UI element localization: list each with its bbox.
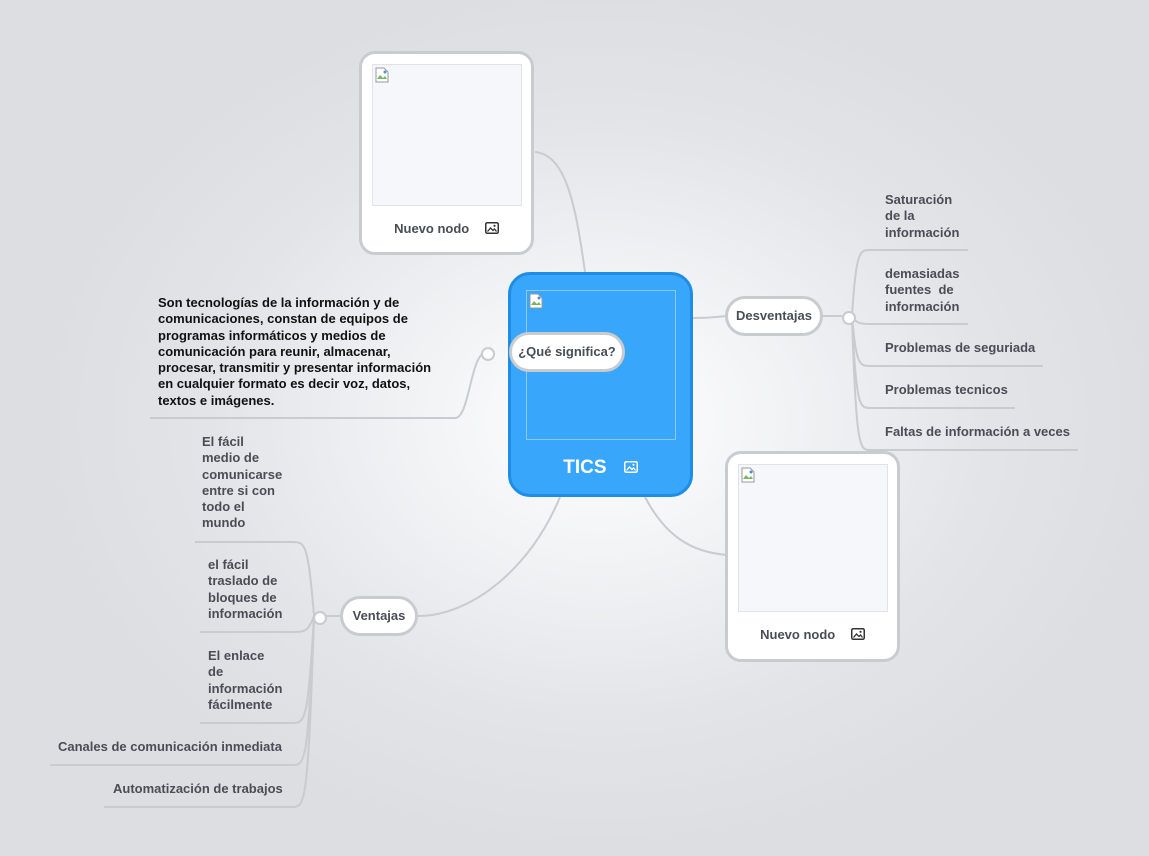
ventaja-item-4[interactable]: Canales de comunicación inmediata [58, 739, 282, 754]
desventajas-node[interactable]: Desventajas [725, 296, 823, 336]
connector-ventajas [417, 496, 561, 617]
ventajas-label: Ventajas [352, 608, 406, 623]
desventaja-item-5[interactable]: Faltas de información a veces [885, 424, 1070, 439]
connector-desventajas [692, 315, 728, 319]
broken-image-icon [375, 67, 389, 83]
desventaja-item-3[interactable]: Problemas de seguriada [885, 340, 1036, 355]
broken-image-icon [529, 293, 543, 309]
definition-text[interactable]: Son tecnologías de la información y de c… [158, 295, 432, 408]
bottom-node-label: Nuevo nodo [728, 627, 897, 643]
desventaja-item-1[interactable]: Saturación de la información [885, 192, 960, 240]
connector-knob[interactable] [842, 311, 856, 325]
que-significa-label: ¿Qué significa? [518, 344, 616, 359]
ventaja-item-2[interactable]: el fácil traslado de bloques de informac… [208, 557, 283, 621]
connector-knob[interactable] [481, 347, 495, 361]
connector-desv-1 [851, 249, 968, 317]
top-node-label: Nuevo nodo [362, 221, 531, 237]
connector-vent-2 [200, 615, 315, 633]
image-icon[interactable] [623, 457, 638, 479]
desventaja-item-4[interactable]: Problemas tecnicos [885, 382, 1008, 397]
node-image-placeholder [372, 64, 522, 206]
node-image-placeholder [738, 464, 888, 612]
central-title-text: TICS [563, 457, 607, 479]
connector-desv-2 [851, 315, 968, 325]
desventajas-label: Desventajas [736, 308, 812, 323]
central-node[interactable]: TICS [508, 272, 693, 497]
ventaja-item-5[interactable]: Automatización de trabajos [113, 781, 283, 796]
connector-bottom-node [644, 496, 728, 556]
ventaja-item-3[interactable]: El enlace de información fácilmente [208, 648, 283, 712]
ventajas-node[interactable]: Ventajas [340, 596, 418, 636]
connector-desv-5 [851, 315, 1078, 451]
connector-vent-5 [104, 615, 315, 808]
image-icon[interactable] [850, 628, 865, 643]
ventaja-item-1[interactable]: El fácil medio de comunicarse entre si c… [202, 434, 283, 531]
connector-knob[interactable] [313, 611, 327, 625]
bottom-image-node[interactable]: Nuevo nodo [725, 451, 900, 662]
que-significa-node[interactable]: ¿Qué significa? [509, 332, 625, 372]
broken-image-icon [741, 467, 755, 483]
connector-vent-1 [195, 541, 315, 617]
top-image-node[interactable]: Nuevo nodo [359, 51, 534, 255]
central-title: TICS [511, 457, 690, 479]
desventaja-item-2[interactable]: demasiadas fuentes de información [885, 266, 960, 314]
top-node-text: Nuevo nodo [394, 221, 470, 236]
connector-top-node [534, 151, 586, 273]
bottom-node-text: Nuevo nodo [760, 627, 836, 642]
image-icon[interactable] [484, 222, 499, 237]
